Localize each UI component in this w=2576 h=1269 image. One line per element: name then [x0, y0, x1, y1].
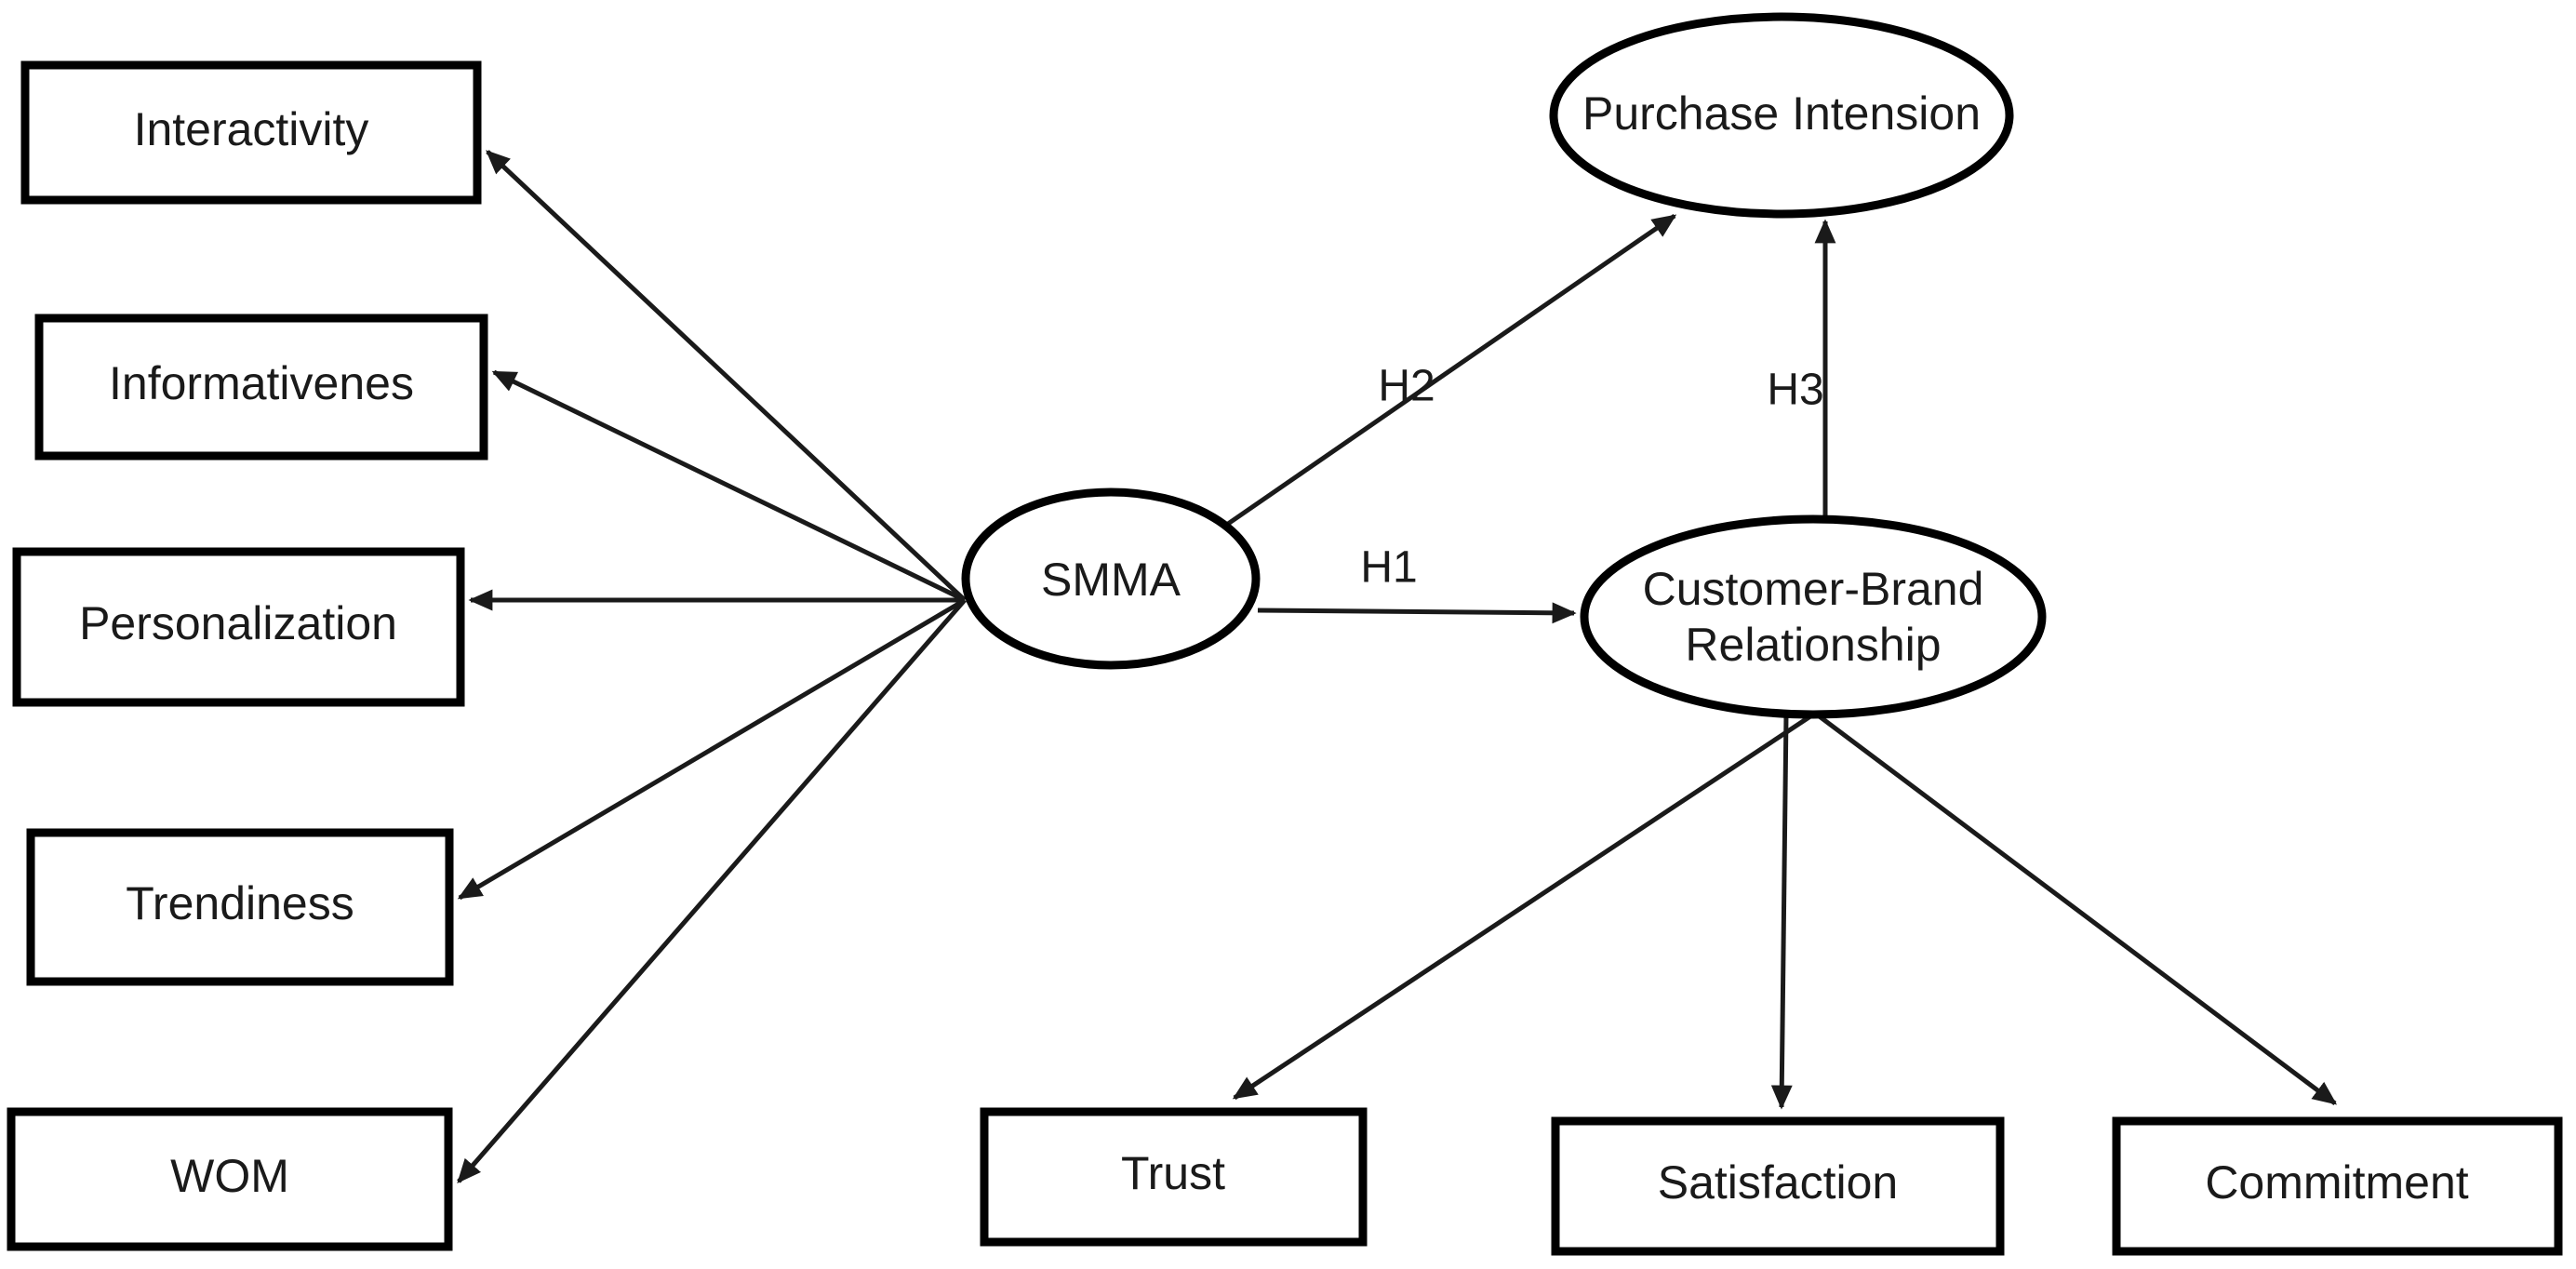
edge-group-antecedents	[457, 150, 967, 1183]
box-shape-commitment	[2112, 1116, 2563, 1256]
box-label-commitment: Commitment	[2205, 1156, 2468, 1209]
box-label-personalization: Personalization	[79, 597, 397, 649]
edge-customer-brand-relationship-to-commitment[interactable]	[1815, 713, 2338, 1105]
box-shape-trust	[980, 1107, 1368, 1247]
edge-label-h1: H1	[1360, 543, 1417, 593]
box-shape-trendiness	[26, 828, 454, 986]
edge-customer-brand-relationship-to-trust[interactable]	[1232, 712, 1815, 1101]
ellipse-node-smma[interactable]: SMMA	[961, 488, 1261, 670]
ellipse-shape-customer-brand-relationship	[1580, 514, 2047, 719]
box-label-satisfaction: Satisfaction	[1658, 1156, 1898, 1209]
outcome-box-commitment[interactable]: Commitment	[2112, 1116, 2563, 1256]
ellipse-shape-purchase-intension	[1549, 12, 2014, 219]
edge-label-h3: H3	[1767, 366, 1823, 415]
ellipse-node-purchase-intension[interactable]: Purchase Intension	[1549, 12, 2014, 219]
box-label-trust: Trust	[1121, 1147, 1225, 1199]
antecedent-box-wom[interactable]: WOM	[7, 1107, 453, 1251]
edge-customer-brand-relationship-to-satisfaction[interactable]	[1770, 714, 1793, 1110]
edge-label-h2: H2	[1378, 362, 1435, 411]
edge-smma-to-purchase-intension[interactable]	[1226, 213, 1677, 527]
ellipse-label-purchase-intension: Purchase Intension	[1582, 87, 1981, 140]
antecedent-box-trendiness[interactable]: Trendiness	[26, 828, 454, 986]
ellipse-node-customer-brand-relationship[interactable]: Customer-Brand Relationship	[1580, 514, 2047, 719]
box-shape-personalization	[12, 547, 465, 707]
ellipse-shape-smma	[961, 488, 1261, 670]
antecedent-box-interactivity[interactable]: Interactivity	[20, 60, 482, 205]
box-label-interactivity: Interactivity	[134, 103, 369, 155]
box-shape-wom	[7, 1107, 453, 1251]
edge-smma-to-customer-brand-relationship[interactable]	[1257, 602, 1577, 624]
box-label-informativenes: Informativenes	[109, 357, 414, 409]
box-shape-informativenes	[34, 314, 488, 461]
edge-smma-to-wom[interactable]	[457, 598, 967, 1183]
edge-smma-to-informativenes[interactable]	[491, 369, 967, 603]
edge-group-outcomes	[1232, 712, 2338, 1110]
box-shape-satisfaction	[1551, 1116, 2005, 1256]
box-label-wom: WOM	[170, 1150, 289, 1202]
edge-smma-to-interactivity[interactable]	[486, 150, 967, 602]
antecedent-box-informativenes[interactable]: Informativenes	[34, 314, 488, 461]
ellipse-label-smma: SMMA	[1041, 554, 1181, 606]
edge-smma-to-trendiness[interactable]	[457, 597, 967, 901]
ellipse-label-customer-brand-relationship-line1: Customer-Brand	[1643, 563, 1984, 615]
box-label-trendiness: Trendiness	[126, 877, 354, 929]
outcome-box-satisfaction[interactable]: Satisfaction	[1551, 1116, 2005, 1256]
ellipse-label-customer-brand-relationship-line2: Relationship	[1685, 619, 1941, 671]
outcome-box-trust[interactable]: Trust	[980, 1107, 1368, 1247]
antecedent-box-personalization[interactable]: Personalization	[12, 547, 465, 707]
box-shape-interactivity	[20, 60, 482, 205]
